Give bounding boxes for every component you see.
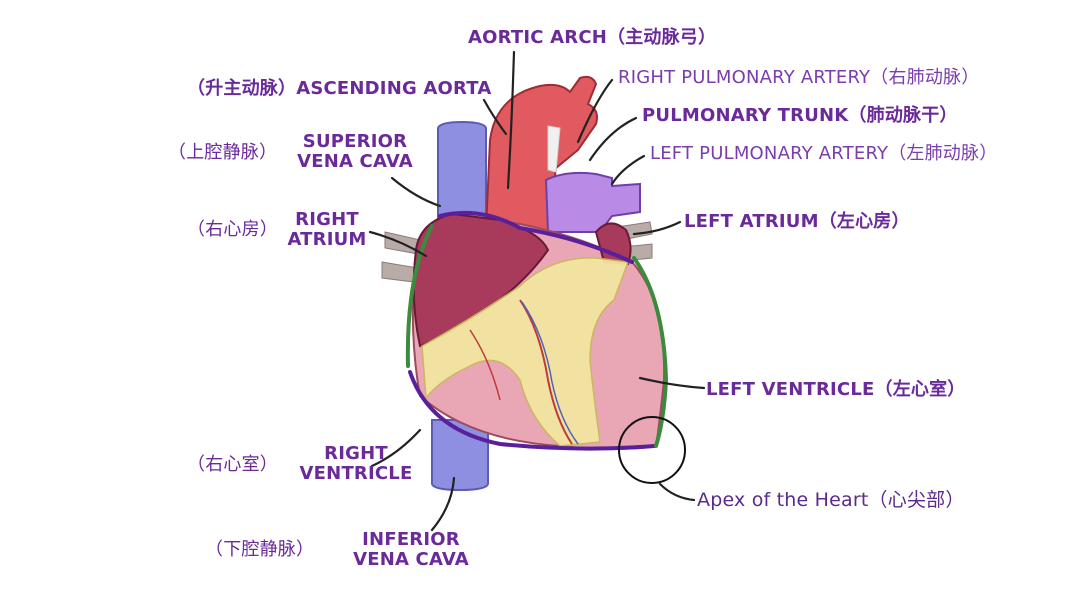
label-ascending-aorta: （升主动脉）ASCENDING AORTA	[187, 78, 492, 99]
label-superior-vena-cava: SUPERIOR VENA CAVA	[292, 132, 418, 172]
label-right-pulmonary-artery: RIGHT PULMONARY ARTERY（右肺动脉）	[618, 67, 980, 88]
label-right-atrium-line1: RIGHT	[295, 209, 359, 230]
label-superior-vena-cava-line1: SUPERIOR	[302, 131, 408, 152]
label-aortic-arch: AORTIC ARCH（主动脉弓）	[468, 27, 717, 48]
label-right-atrium-cn: （右心房）	[187, 219, 278, 240]
label-right-ventricle-line1: RIGHT	[324, 443, 388, 464]
label-inferior-vena-cava: INFERIOR VENA CAVA	[348, 530, 474, 570]
leader-lines	[368, 50, 706, 532]
pulmonary-trunk	[544, 171, 641, 233]
label-left-pulmonary-artery: LEFT PULMONARY ARTERY（左肺动脉）	[650, 143, 998, 164]
label-right-ventricle: RIGHT VENTRICLE	[292, 444, 420, 484]
label-inferior-vena-cava-line1: INFERIOR	[362, 529, 460, 550]
coronary-fat	[421, 257, 630, 447]
label-inferior-vena-cava-line2: VENA CAVA	[353, 549, 469, 570]
superior-vena-cava	[437, 120, 487, 233]
label-left-atrium: LEFT ATRIUM（左心房）	[684, 211, 910, 232]
label-left-ventricle: LEFT VENTRICLE（左心室）	[706, 379, 966, 400]
label-right-ventricle-line2: VENTRICLE	[299, 463, 413, 484]
label-superior-vena-cava-line2: VENA CAVA	[297, 151, 413, 172]
apex-marker-circle	[618, 416, 686, 484]
label-pulmonary-trunk: PULMONARY TRUNK（肺动脉干）	[642, 105, 958, 126]
label-apex-of-the-heart: Apex of the Heart（心尖部）	[697, 489, 965, 511]
label-right-atrium: RIGHT ATRIUM	[284, 210, 370, 250]
label-right-ventricle-cn: （右心室）	[187, 454, 278, 475]
label-inferior-vena-cava-cn: （下腔静脉）	[205, 539, 315, 560]
label-superior-vena-cava-cn: （上腔静脉）	[168, 142, 278, 163]
label-right-atrium-line2: ATRIUM	[287, 229, 367, 250]
